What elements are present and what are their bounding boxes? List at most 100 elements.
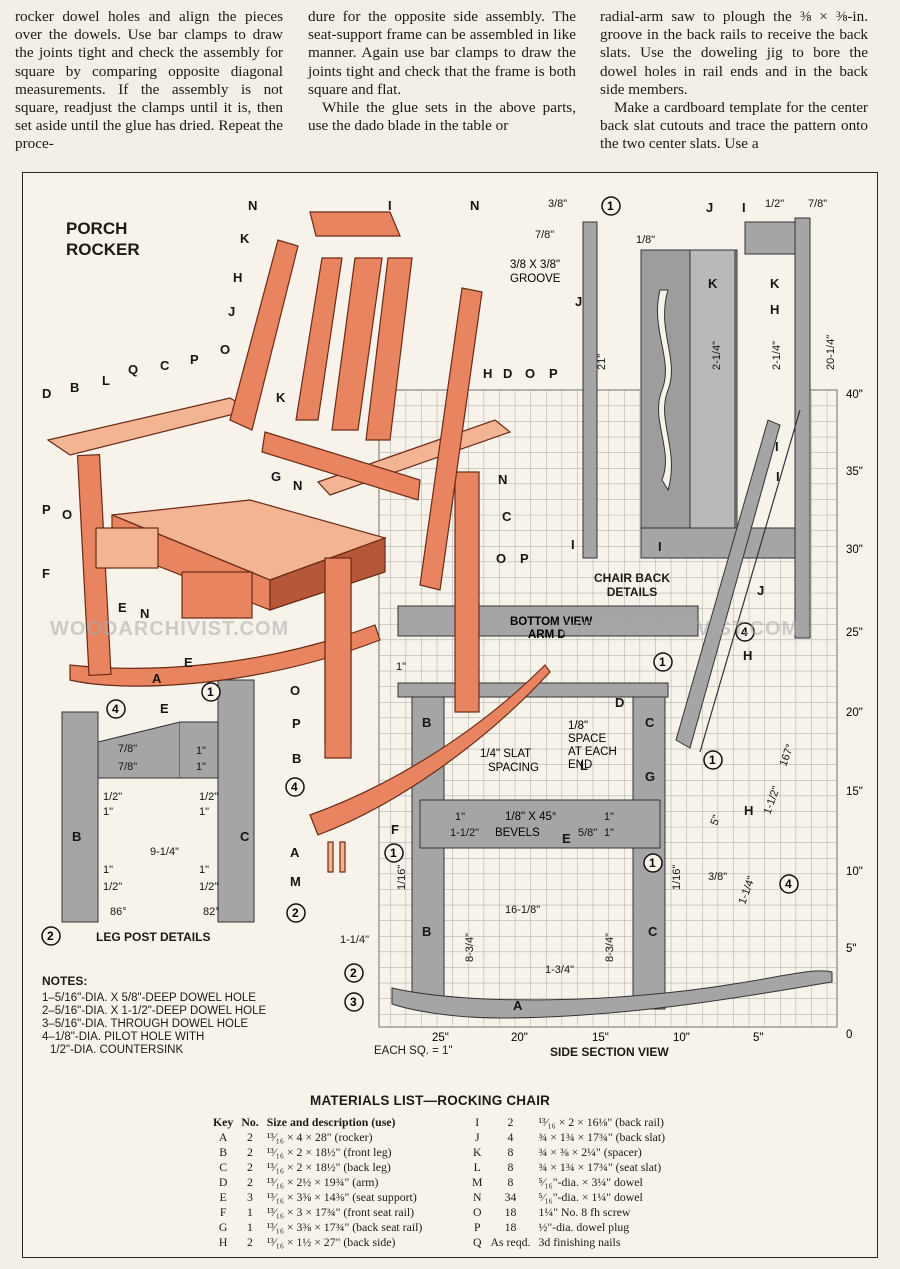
watermark: WOODARCHIVIST.COM	[50, 618, 290, 640]
svg-text:1: 1	[607, 199, 614, 213]
article-column-1: rocker dowel holes and align the pieces …	[15, 8, 283, 154]
svg-text:C: C	[240, 829, 250, 844]
svg-text:H: H	[233, 270, 242, 285]
svg-text:A: A	[290, 845, 300, 860]
dim-label: 8-3/4"	[464, 933, 476, 962]
svg-text:4: 4	[741, 625, 748, 639]
figure-title: PORCH ROCKER	[66, 218, 140, 260]
dim-label: 86°	[110, 906, 127, 918]
svg-text:G: G	[645, 769, 655, 784]
svg-text:I: I	[571, 537, 575, 552]
table-cell: J	[474, 1130, 480, 1144]
svg-text:B: B	[422, 924, 431, 939]
table-cell: M	[472, 1175, 483, 1189]
table-cell: ¹³⁄₁₆ × 3 × 17¾" (front seat rail)	[266, 1205, 415, 1219]
table-cell: ¹³⁄₁₆ × 4 × 28" (rocker)	[266, 1130, 373, 1144]
svg-text:I: I	[742, 200, 746, 215]
svg-text:H: H	[770, 302, 779, 317]
dim-label: 1-1/2"	[450, 827, 479, 839]
svg-text:1: 1	[390, 846, 397, 860]
note-item: 2–5/16"-DIA. X 1-1/2"-DEEP DOWEL HOLE	[42, 1005, 267, 1017]
space-label: SPACE	[568, 733, 606, 745]
dim-label: 82°	[203, 906, 220, 918]
table-cell: ¹³⁄₁₆ × 3⅜ × 17¾" (back seat rail)	[266, 1220, 423, 1234]
watermark: WOODARCHIVIST.COM	[560, 618, 800, 640]
bottom-view-label: ARM D	[528, 629, 566, 641]
svg-text:N: N	[470, 198, 479, 213]
table-cell: As reqd.	[490, 1235, 531, 1249]
svg-text:1: 1	[207, 685, 214, 699]
svg-text:E: E	[118, 600, 127, 615]
article-text: Make a cardboard template for the center…	[600, 99, 868, 153]
svg-text:C: C	[648, 924, 658, 939]
note-item: 1–5/16"-DIA. X 5/8"-DEEP DOWEL HOLE	[42, 992, 256, 1004]
table-cell: A	[218, 1130, 228, 1144]
svg-text:C: C	[160, 358, 170, 373]
dim-label: 1"	[604, 811, 614, 823]
table-cell: ¹³⁄₁₆ × 1½ × 27" (back side)	[266, 1235, 396, 1249]
chair-back-details	[582, 217, 811, 639]
svg-text:J: J	[228, 304, 235, 319]
slat-spacing-label: 1/4" SLAT	[480, 748, 531, 760]
dim-label: 1"	[199, 806, 209, 818]
svg-text:G: G	[271, 469, 281, 484]
table-cell: N	[472, 1190, 482, 1204]
table-cell: E	[219, 1190, 227, 1204]
article-column-2: dure for the opposite side assembly. The…	[308, 8, 576, 135]
x-axis-label: 10"	[673, 1032, 690, 1044]
side-section-parts	[391, 409, 833, 1019]
svg-text:C: C	[502, 509, 512, 524]
dim-label: 7/8"	[808, 198, 827, 210]
figure-title-line: ROCKER	[66, 240, 140, 259]
dim-label: 1/2"	[199, 791, 218, 803]
svg-text:K: K	[276, 390, 286, 405]
dim-label: 7/8"	[118, 743, 137, 755]
svg-text:F: F	[391, 822, 399, 837]
svg-text:D: D	[42, 386, 51, 401]
svg-text:K: K	[240, 231, 250, 246]
column-header: No.	[241, 1115, 259, 1129]
x-axis-label: 25"	[432, 1032, 449, 1044]
svg-text:O: O	[220, 342, 230, 357]
table-cell: H	[218, 1235, 228, 1249]
svg-text:I: I	[388, 198, 392, 213]
space-label: AT EACH	[568, 746, 617, 758]
x-axis-label: 5"	[753, 1032, 763, 1044]
table-cell: 18	[504, 1220, 517, 1234]
table-cell: ½"-dia. dowel plug	[538, 1220, 630, 1234]
grid-axis-labels: 40" 35" 30" 25" 20" 15" 10" 5" 0 25" 20"…	[432, 389, 863, 1044]
svg-text:Q: Q	[128, 362, 138, 377]
y-axis-label: 0	[846, 1029, 852, 1041]
svg-text:N: N	[293, 478, 302, 493]
svg-text:B: B	[292, 751, 301, 766]
svg-text:B: B	[72, 829, 81, 844]
svg-text:B: B	[422, 715, 431, 730]
svg-text:M: M	[290, 874, 301, 889]
y-axis-label: 40"	[846, 389, 863, 401]
leg-post-title: LEG POST DETAILS	[96, 930, 211, 944]
space-label: 1/8"	[568, 720, 588, 732]
dim-label: 3/8"	[708, 871, 727, 883]
svg-text:L: L	[580, 758, 588, 773]
table-cell: 1¼" No. 8 fh screw	[538, 1205, 631, 1219]
svg-text:K: K	[770, 276, 780, 291]
svg-text:B: B	[70, 380, 79, 395]
article-text: radial-arm saw to plough the ⅜ × ⅜-in. g…	[600, 8, 868, 98]
chair-back-title-line: DETAILS	[606, 585, 658, 599]
table-cell: ¹³⁄₁₆ × 2 × 16⅛" (back rail)	[538, 1115, 664, 1129]
svg-text:O: O	[496, 551, 506, 566]
svg-text:E: E	[562, 831, 571, 846]
table-cell: Q	[472, 1235, 482, 1249]
chair-back-title: CHAIR BACK DETAILS	[594, 571, 670, 599]
table-cell: 2	[247, 1175, 253, 1189]
figure-title-line: PORCH	[66, 219, 128, 238]
svg-text:O: O	[290, 683, 300, 698]
